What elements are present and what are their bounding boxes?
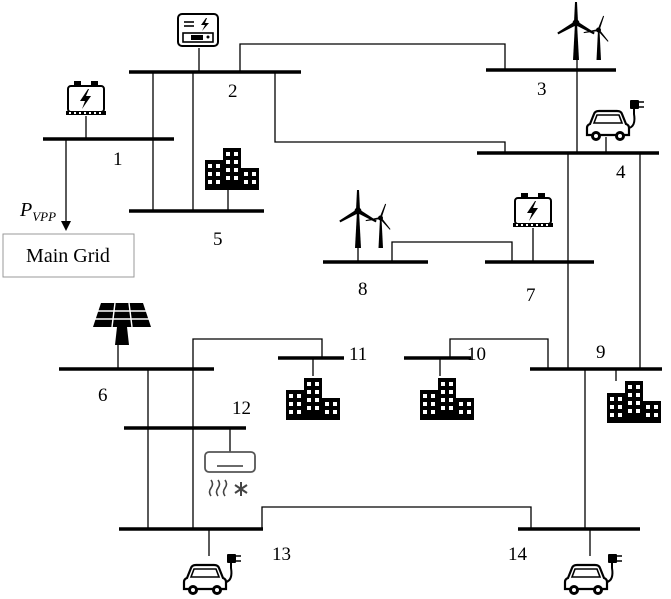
pvpp-label: PVPP xyxy=(19,199,56,224)
bus-label-6: 6 xyxy=(98,385,108,406)
line-7-8 xyxy=(391,241,513,262)
icon-stubs xyxy=(85,48,617,556)
wind-turbine-icon xyxy=(556,1,610,61)
building-icon xyxy=(286,378,340,420)
battery-icon xyxy=(512,192,554,228)
bus-label-3: 3 xyxy=(537,79,547,100)
bus-label-12: 12 xyxy=(232,398,251,419)
bus-label-1: 1 xyxy=(113,149,123,170)
bus-label-8: 8 xyxy=(358,279,368,300)
solar-panel-icon xyxy=(93,302,151,345)
line-2-3 xyxy=(239,43,506,72)
electric-vehicle-icon xyxy=(563,552,624,597)
bus-label-4: 4 xyxy=(616,162,626,183)
transmission-lines xyxy=(65,43,641,529)
bus-label-13: 13 xyxy=(272,544,291,565)
line-2-4 xyxy=(274,72,506,153)
line-6-11 xyxy=(192,338,323,369)
bus-label-14: 14 xyxy=(508,544,528,565)
main-grid-label: Main Grid xyxy=(26,245,110,267)
electric-vehicle-icon xyxy=(182,552,243,597)
line-9-10 xyxy=(449,338,549,369)
pvpp-arrow-head xyxy=(61,221,71,231)
electric-vehicle-icon xyxy=(585,98,646,143)
bus-label-7: 7 xyxy=(526,285,536,306)
building-icon xyxy=(420,378,474,420)
building-icon xyxy=(205,148,259,190)
air-conditioner-icon xyxy=(204,451,256,497)
diesel-generator-icon xyxy=(177,13,219,47)
bus-label-11: 11 xyxy=(349,344,367,365)
battery-icon xyxy=(65,80,107,116)
buses xyxy=(43,68,662,531)
bus-label-9: 9 xyxy=(596,342,606,363)
bus-label-5: 5 xyxy=(213,229,223,250)
bus-label-2: 2 xyxy=(228,81,238,102)
wind-turbine-icon xyxy=(338,189,392,249)
line-13-14 xyxy=(261,506,532,529)
main-grid-box xyxy=(2,233,135,278)
building-icon xyxy=(607,381,661,423)
bus-label-10: 10 xyxy=(467,344,486,365)
